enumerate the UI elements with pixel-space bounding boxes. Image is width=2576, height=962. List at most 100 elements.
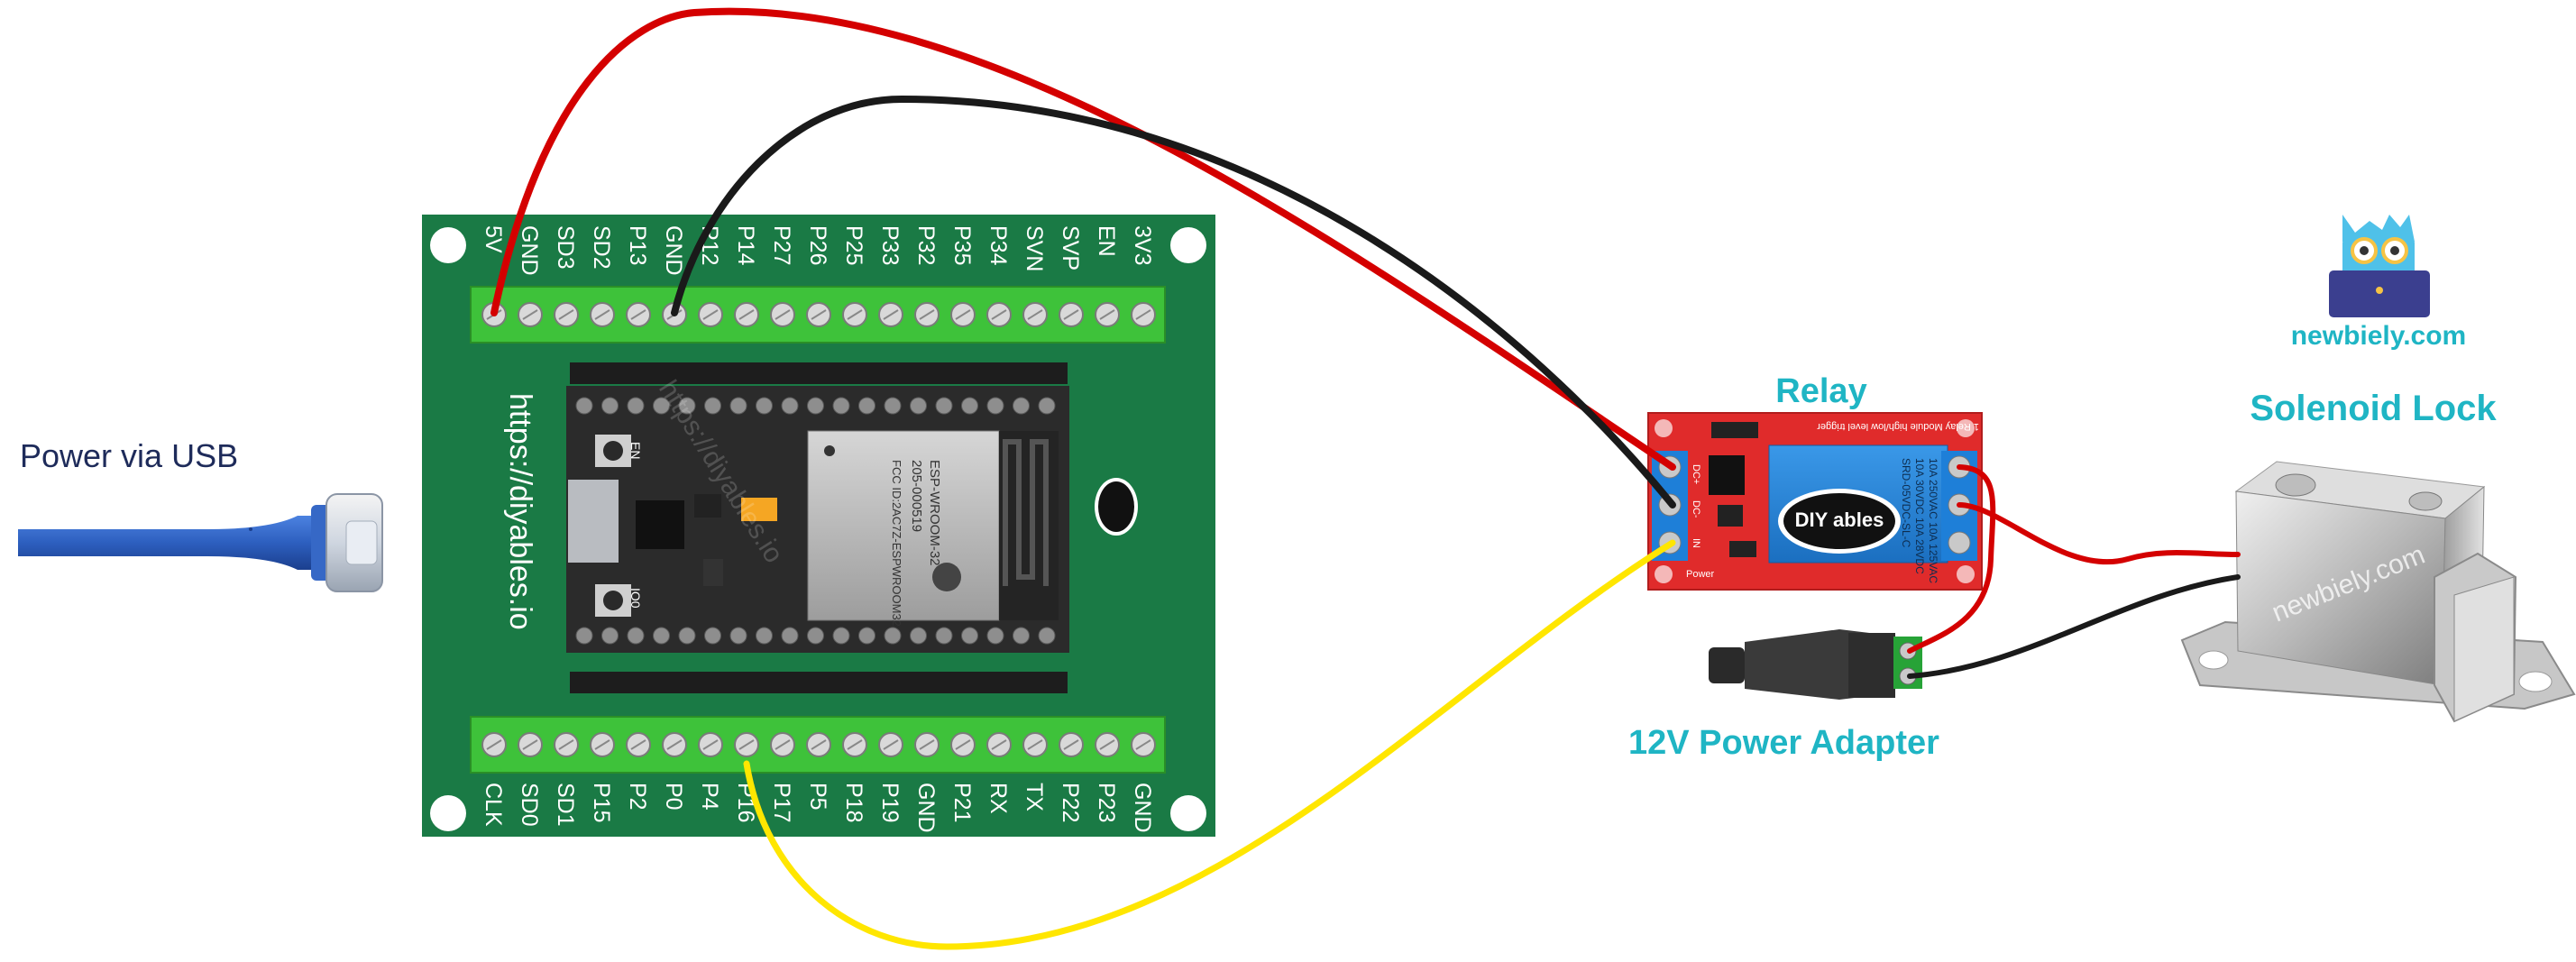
header-pin <box>961 627 978 645</box>
header-pin <box>884 397 902 415</box>
screw-slot <box>594 309 610 320</box>
header-pin <box>627 627 645 645</box>
newbiely-owl-logo <box>2329 215 2430 317</box>
pin-label-p21: P21 <box>949 783 975 822</box>
pin-label-sd3: SD3 <box>553 225 578 270</box>
screw-slot <box>847 739 863 750</box>
wire-red-relay-no-to-adapter <box>1907 464 1996 654</box>
header-pin <box>807 627 824 645</box>
header-pin <box>756 397 773 415</box>
usb-cable <box>18 493 440 592</box>
header-pin <box>627 397 645 415</box>
brand-label: newbiely.com <box>2291 321 2467 351</box>
screw-slot <box>883 739 899 750</box>
header-pin <box>935 397 953 415</box>
en-button-label: EN <box>628 442 643 459</box>
header-pin <box>756 627 773 645</box>
pin-label-p27: P27 <box>769 225 794 265</box>
header-pin <box>807 397 824 415</box>
header-pin <box>653 627 670 645</box>
header-pin <box>884 627 902 645</box>
pin-label-p15: P15 <box>589 783 614 822</box>
dc-power-adapter <box>1709 629 1922 700</box>
pin-label-svp: SVP <box>1058 225 1083 270</box>
pin-label-p14: P14 <box>733 225 758 266</box>
screw-slot <box>558 309 574 320</box>
pin-label-p26: P26 <box>805 225 830 265</box>
pin-label-p19: P19 <box>877 783 903 822</box>
header-pin <box>935 627 953 645</box>
screw-slot <box>702 739 719 750</box>
screw-slot <box>1027 739 1043 750</box>
adapter-title: 12V Power Adapter <box>1628 724 1939 762</box>
header-pin <box>1013 397 1030 415</box>
header-pin <box>601 627 619 645</box>
relay-pin-dcplus: DC+ <box>1691 464 1701 484</box>
header-pin <box>678 627 696 645</box>
relay-spec-3: SRD-05VDC-SL-C <box>1900 458 1912 548</box>
header-pin <box>832 397 850 415</box>
header-pin <box>858 397 875 415</box>
board-url: https://diyables.io <box>503 393 537 630</box>
relay-pin-no: NO <box>1984 460 1994 475</box>
pin-label-clk: CLK <box>481 783 506 827</box>
header-pin <box>601 397 619 415</box>
relay-module: DC+ DC- IN 10A 250VAC 10A 125VAC 10A 30V… <box>1647 412 1994 591</box>
pin-label-p25: P25 <box>841 225 866 265</box>
header-pin <box>575 397 593 415</box>
top-screws <box>481 302 1156 327</box>
header-pin <box>961 397 978 415</box>
pin-label-p23: P23 <box>1094 783 1119 822</box>
screw-slot <box>883 309 899 320</box>
screw-slot <box>1099 739 1115 750</box>
esp-wroom-module <box>807 430 1000 621</box>
screw-slot <box>558 739 574 750</box>
pin-label-p0: P0 <box>661 783 686 811</box>
pin-label-p4: P4 <box>697 783 722 811</box>
relay-logo: DIY ables <box>1795 508 1884 531</box>
screw-slot <box>811 739 827 750</box>
relay-led-label: Power <box>1686 569 1715 580</box>
header-pin <box>678 397 696 415</box>
screw-slot <box>1027 309 1043 320</box>
header-pin <box>832 627 850 645</box>
pin-label-5v: 5V <box>481 225 506 253</box>
screw-slot <box>738 309 755 320</box>
screw-slot <box>991 309 1007 320</box>
header-pin <box>704 397 721 415</box>
header-pin <box>729 627 747 645</box>
bottom-terminal-block <box>470 716 1166 774</box>
wires <box>490 7 2241 950</box>
pin-label-p5: P5 <box>805 783 830 811</box>
pin-label-p13: P13 <box>625 225 650 265</box>
screw-slot <box>991 739 1007 750</box>
bottom-screws <box>481 732 1156 757</box>
screw-slot <box>847 309 863 320</box>
wire-black-adapter-to-lock <box>1907 574 2241 679</box>
pin-label-gnd: GND <box>1130 783 1155 833</box>
screw-slot <box>1063 309 1079 320</box>
pin-label-tx: TX <box>1022 783 1047 811</box>
header-pin <box>729 397 747 415</box>
screw-slot <box>486 739 502 750</box>
pin-label-p17: P17 <box>769 783 794 822</box>
module-text-1: ESP-WROOM-32 <box>927 460 942 566</box>
header-pin <box>575 627 593 645</box>
pin-label-en: EN <box>1094 225 1119 257</box>
module-text-2: 205-000519 <box>909 460 924 532</box>
screw-slot <box>775 309 791 320</box>
screw-slot <box>1063 739 1079 750</box>
pin-label-sd0: SD0 <box>517 783 542 827</box>
pin-label-sd2: SD2 <box>589 225 614 270</box>
screw-slot <box>522 739 538 750</box>
power-usb-label: Power via USB <box>20 437 238 474</box>
screw-slot <box>522 309 538 320</box>
module-text-3: FCC ID:2AC7Z-ESPWROOM32 <box>890 460 903 627</box>
screw-slot <box>738 739 755 750</box>
pin-label-p34: P34 <box>985 225 1011 266</box>
pin-label-3v3: 3V3 <box>1130 225 1155 265</box>
wire-red-relay-com-to-lock <box>1957 502 2241 565</box>
